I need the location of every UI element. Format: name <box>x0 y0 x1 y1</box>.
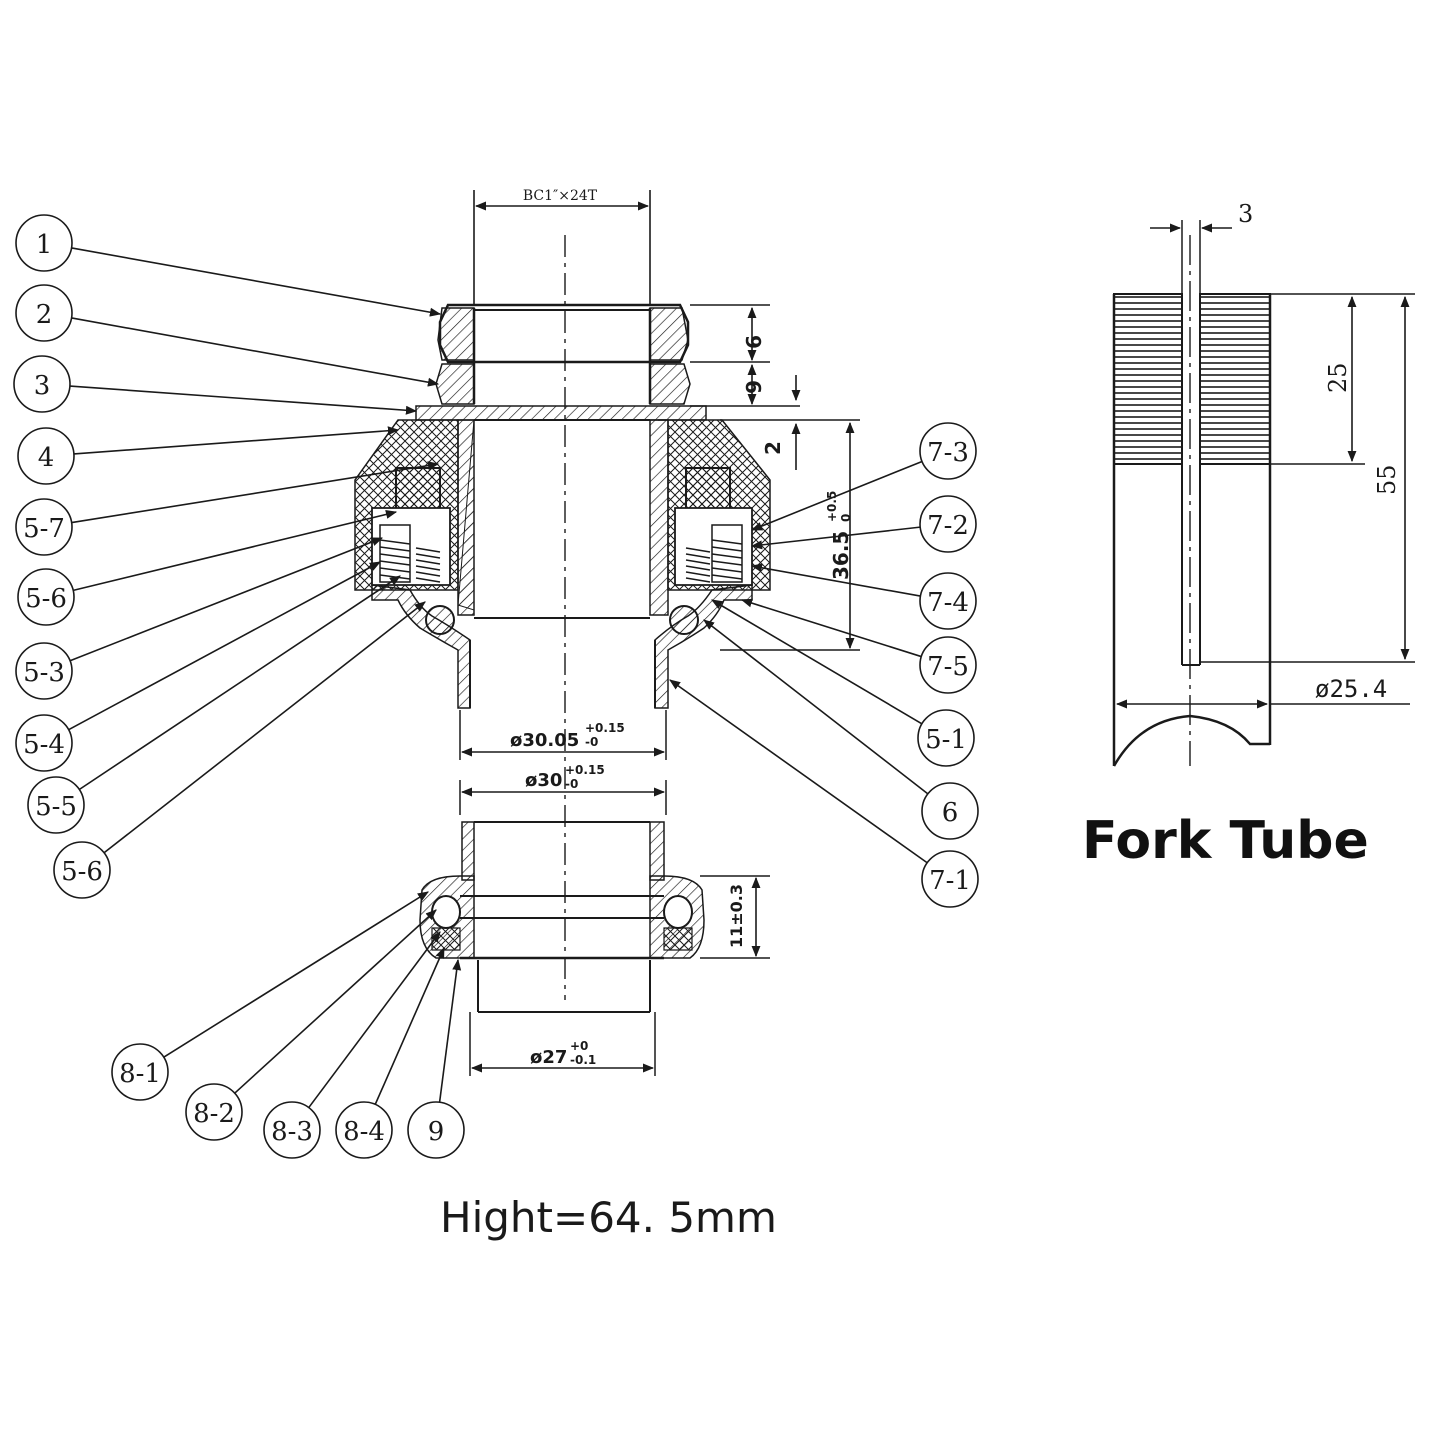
svg-text:4: 4 <box>38 443 55 473</box>
svg-text:2: 2 <box>36 300 53 330</box>
svg-text:7-1: 7-1 <box>929 866 971 896</box>
callout-left-2: 3 <box>13 355 418 415</box>
svg-text:8-3: 8-3 <box>271 1117 313 1147</box>
height-label: Hight=64. 5mm <box>440 1193 777 1242</box>
svg-text:7-5: 7-5 <box>927 652 969 682</box>
callout-right-4: 5-1 <box>711 599 975 767</box>
svg-text:ø27: ø27 <box>530 1047 567 1068</box>
svg-text:5-6: 5-6 <box>61 857 103 887</box>
svg-text:7-3: 7-3 <box>927 438 969 468</box>
svg-text:9: 9 <box>428 1117 445 1147</box>
svg-text:8-1: 8-1 <box>119 1059 161 1089</box>
callout-left-4: 5-7 <box>15 461 440 556</box>
callout-right-5: 6 <box>703 619 979 840</box>
svg-text:+0: +0 <box>570 1039 588 1053</box>
callout-bottom-2: 8-3 <box>263 931 441 1159</box>
fork-tube-title: Fork Tube <box>1082 811 1369 871</box>
callout-bottom-0: 8-1 <box>111 891 429 1101</box>
dim-6-label: 6 <box>741 380 765 394</box>
svg-text:5-3: 5-3 <box>23 658 65 688</box>
dim-11-label: 11±0.3 <box>727 884 746 948</box>
svg-text:5-4: 5-4 <box>23 730 65 760</box>
callout-left-6: 5-3 <box>15 537 384 700</box>
svg-text:5-1: 5-1 <box>925 725 967 755</box>
callout-right-0: 7-3 <box>750 422 977 531</box>
svg-text:0: 0 <box>839 514 853 522</box>
svg-text:5-6: 5-6 <box>25 584 67 614</box>
svg-text:5-7: 5-7 <box>23 514 65 544</box>
svg-text:5-5: 5-5 <box>35 792 77 822</box>
svg-text:8-2: 8-2 <box>193 1099 235 1129</box>
svg-text:+0.15: +0.15 <box>565 763 605 777</box>
callout-left-9: 5-6 <box>53 601 426 899</box>
callout-right-2: 7-4 <box>750 563 977 630</box>
callout-left-7: 5-4 <box>15 561 381 772</box>
svg-text:7-4: 7-4 <box>927 588 969 618</box>
svg-text:-0: -0 <box>585 735 598 749</box>
fork-dim-3-label: 3 <box>1238 200 1253 228</box>
svg-text:36.5: 36.5 <box>829 531 853 580</box>
svg-text:8-4: 8-4 <box>343 1117 385 1147</box>
callout-bottom-4: 9 <box>407 958 465 1159</box>
svg-text:1: 1 <box>36 230 53 260</box>
callout-bottom-3: 8-4 <box>335 946 445 1159</box>
callout-bottom-1: 8-2 <box>185 909 437 1141</box>
svg-text:ø30: ø30 <box>525 770 562 791</box>
dim-2-label: 2 <box>761 441 785 455</box>
dim-30-label: ø30 +0.15 -0 <box>525 763 605 791</box>
dim-30-05-label: ø30.05 +0.15 -0 <box>510 721 625 751</box>
callout-left-8: 5-5 <box>27 575 401 834</box>
fork-dim-25-label: 25 <box>1324 362 1352 393</box>
svg-text:+0.15: +0.15 <box>585 721 625 735</box>
callout-left-0: 1 <box>15 214 442 317</box>
dim-9-label: 9 <box>741 335 765 349</box>
svg-text:6: 6 <box>942 798 959 828</box>
fork-dim-55-label: 55 <box>1373 464 1401 495</box>
dim-27-label: ø27 +0 -0.1 <box>530 1039 596 1068</box>
svg-text:7-2: 7-2 <box>927 511 969 541</box>
fork-dim-25-4-label: ø25.4 <box>1315 675 1387 703</box>
callout-right-6: 7-1 <box>669 679 979 908</box>
svg-text:-0.1: -0.1 <box>570 1053 596 1067</box>
svg-text:-0: -0 <box>565 777 578 791</box>
svg-text:3: 3 <box>34 371 51 401</box>
svg-text:ø30.05: ø30.05 <box>510 730 579 751</box>
callout-left-3: 4 <box>17 426 400 485</box>
callout-left-1: 2 <box>15 284 440 387</box>
callout-left-5: 5-6 <box>17 510 398 626</box>
top-thread-label: BC1″×24T <box>523 188 598 204</box>
callout-right-3: 7-5 <box>740 598 977 694</box>
callout-right-1: 7-2 <box>750 495 977 553</box>
